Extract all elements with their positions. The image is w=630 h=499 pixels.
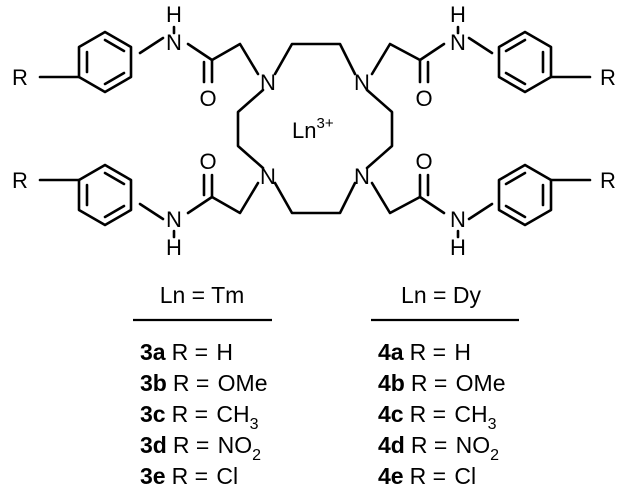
table-dy-header: Ln = Dy <box>401 282 481 308</box>
bond-ch2-bottom-right <box>370 181 422 215</box>
amide-hydrogen-top-left: H <box>166 2 182 27</box>
amide-hydrogen-top-right: H <box>450 2 466 27</box>
bond-bridge-right <box>365 88 394 170</box>
phenyl-double-top-right-2 <box>504 38 527 53</box>
bond-bridge-bottom <box>273 181 357 215</box>
amide-nitrogen-bottom-right: N <box>450 207 466 232</box>
bond-ch2-top-left <box>210 42 260 76</box>
arm-top-right <box>370 30 592 94</box>
bond-n-aryl-bottom-right <box>467 202 494 221</box>
phenyl-double-top-left-3 <box>103 71 126 86</box>
amide-nitrogen-top-right: N <box>450 30 466 55</box>
phenyl-double-top-right-3 <box>504 71 527 86</box>
bond-ch2-top-right <box>370 42 422 76</box>
carbonyl-oxygen-top-right: O <box>415 86 432 111</box>
table-tm-header: Ln = Tm <box>160 282 245 308</box>
arm-top-left <box>38 30 260 94</box>
bond-amide-cn-top-left <box>186 42 214 62</box>
phenyl-double-top-left-2 <box>103 38 126 53</box>
bond-n-aryl-top-left <box>138 36 165 55</box>
phenyl-double-bottom-right-3 <box>504 204 527 219</box>
bond-bridge-top <box>273 42 357 76</box>
phenyl-double-bottom-left-2 <box>103 171 126 186</box>
r-group-top-right: R <box>600 65 616 90</box>
r-group-bottom-left: R <box>12 168 28 193</box>
amide-hydrogen-bottom-left: H <box>166 235 182 260</box>
phenyl-double-bottom-left-3 <box>103 204 126 219</box>
bond-amide-cn-bottom-left <box>186 195 214 215</box>
bond-n-aryl-top-right <box>467 36 494 55</box>
bond-n-aryl-bottom-left <box>138 202 165 221</box>
bond-amide-cn-bottom-right <box>418 195 446 215</box>
lanthanide-ion-label: Ln3+ <box>292 115 334 143</box>
bond-bridge-left <box>236 88 265 170</box>
carbonyl-oxygen-bottom-right: O <box>415 149 432 174</box>
ring-nitrogen-top-right: N <box>354 70 370 95</box>
phenyl-double-bottom-right-2 <box>504 171 527 186</box>
r-group-top-left: R <box>12 65 28 90</box>
carbonyl-oxygen-bottom-left: O <box>199 149 216 174</box>
ring-nitrogen-bottom-right: N <box>354 164 370 189</box>
r-group-bottom-right: R <box>600 168 616 193</box>
arm-bottom-right <box>370 163 592 227</box>
carbonyl-oxygen-top-left: O <box>199 86 216 111</box>
cyclen-ring <box>236 42 394 215</box>
arm-bottom-left <box>38 163 260 227</box>
amide-hydrogen-bottom-right: H <box>450 235 466 260</box>
amide-nitrogen-bottom-left: N <box>166 207 182 232</box>
bond-amide-cn-top-right <box>418 42 446 62</box>
bond-ch2-bottom-left <box>210 181 260 215</box>
ring-nitrogen-top-left: N <box>260 70 276 95</box>
amide-nitrogen-top-left: N <box>166 30 182 55</box>
ring-nitrogen-bottom-left: N <box>260 164 276 189</box>
